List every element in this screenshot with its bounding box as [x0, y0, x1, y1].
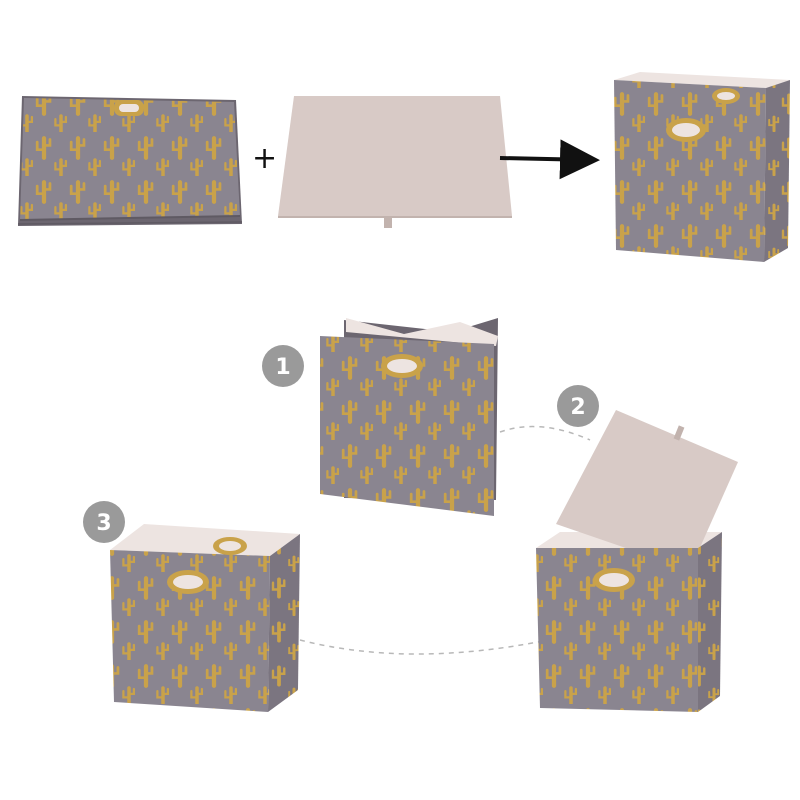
step-badge-2: 2 [557, 385, 599, 427]
svg-text:3: 3 [96, 511, 111, 536]
step-1-unfolding-bin [320, 318, 498, 516]
insert-board [278, 96, 512, 228]
plus-symbol: + [252, 141, 277, 176]
step-badge-3: 3 [83, 501, 125, 543]
handle-icon [167, 537, 247, 594]
arrow-icon [499, 139, 600, 180]
assembled-bin [614, 72, 790, 262]
connector-line-2-3 [299, 639, 549, 655]
connector-line-1-2 [499, 425, 591, 441]
step-2-inserting-board [536, 410, 738, 712]
svg-text:1: 1 [275, 355, 290, 380]
insert-board-tilted [556, 410, 738, 570]
folded-bin [17, 96, 243, 226]
handle-icon [666, 88, 740, 142]
handle-icon [114, 100, 144, 116]
step-badge-1: 1 [262, 345, 304, 387]
svg-text:2: 2 [570, 395, 585, 420]
handle-icon [593, 568, 635, 592]
handle-icon [381, 354, 423, 378]
step-3-finished-bin [110, 524, 300, 712]
